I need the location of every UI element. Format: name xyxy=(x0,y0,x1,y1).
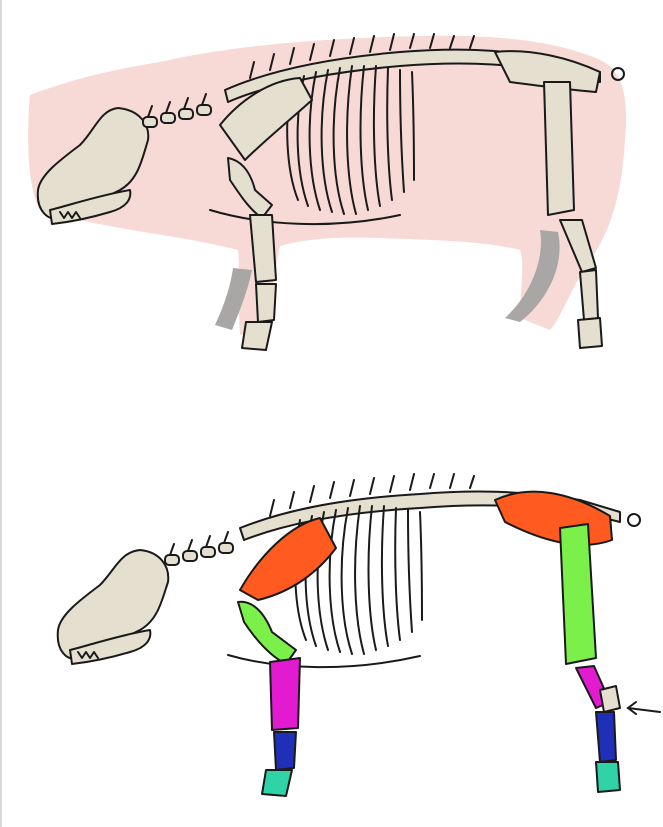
carpals-front xyxy=(274,732,296,770)
hoof-rear xyxy=(596,762,620,792)
humerus xyxy=(238,602,296,664)
arrow-left-icon xyxy=(628,702,660,714)
top-panel xyxy=(28,34,626,350)
hoof-rear xyxy=(578,318,602,348)
tail-curl xyxy=(628,514,640,526)
carpals-front xyxy=(256,284,276,322)
femur xyxy=(544,82,574,215)
calcaneus xyxy=(600,686,620,712)
bottom-panel xyxy=(58,474,660,796)
hoof-front xyxy=(242,322,272,350)
pelvis xyxy=(495,492,612,545)
neck-vertebrae xyxy=(165,532,233,565)
tarsals-rear xyxy=(596,712,616,762)
tarsals-rear xyxy=(580,270,598,320)
sternum xyxy=(228,655,420,667)
radius-ulna xyxy=(270,658,300,730)
hoof-front xyxy=(262,770,292,796)
